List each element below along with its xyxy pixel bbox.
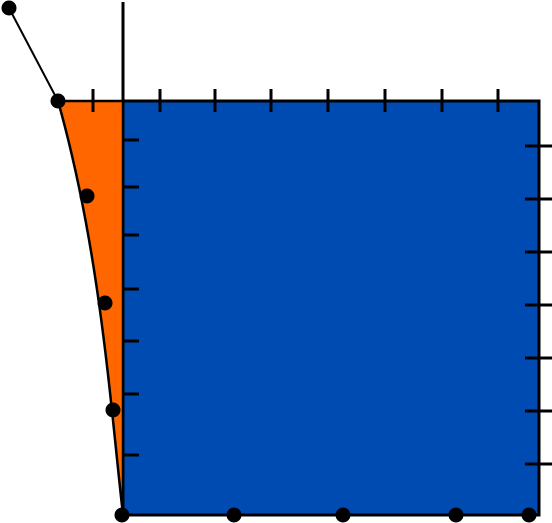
bottom-point-2 [226, 507, 242, 523]
curve-point-3 [97, 295, 113, 311]
ticks-layer [91, 89, 552, 466]
lines-layer [8, 2, 125, 102]
bottom-point-1 [114, 507, 130, 523]
bottom-point-3 [335, 507, 351, 523]
points-layer [1, 0, 537, 523]
curve-point-2 [79, 188, 95, 204]
outer-point [1, 0, 17, 16]
orange-wedge [56, 99, 125, 517]
curve-point-4 [105, 402, 121, 418]
bottom-point-5 [521, 507, 537, 523]
shapes-layer [56, 99, 541, 517]
bottom-point-4 [448, 507, 464, 523]
diagonal-line [8, 7, 59, 102]
blue-square [121, 99, 541, 517]
curve-point-1 [50, 93, 66, 109]
